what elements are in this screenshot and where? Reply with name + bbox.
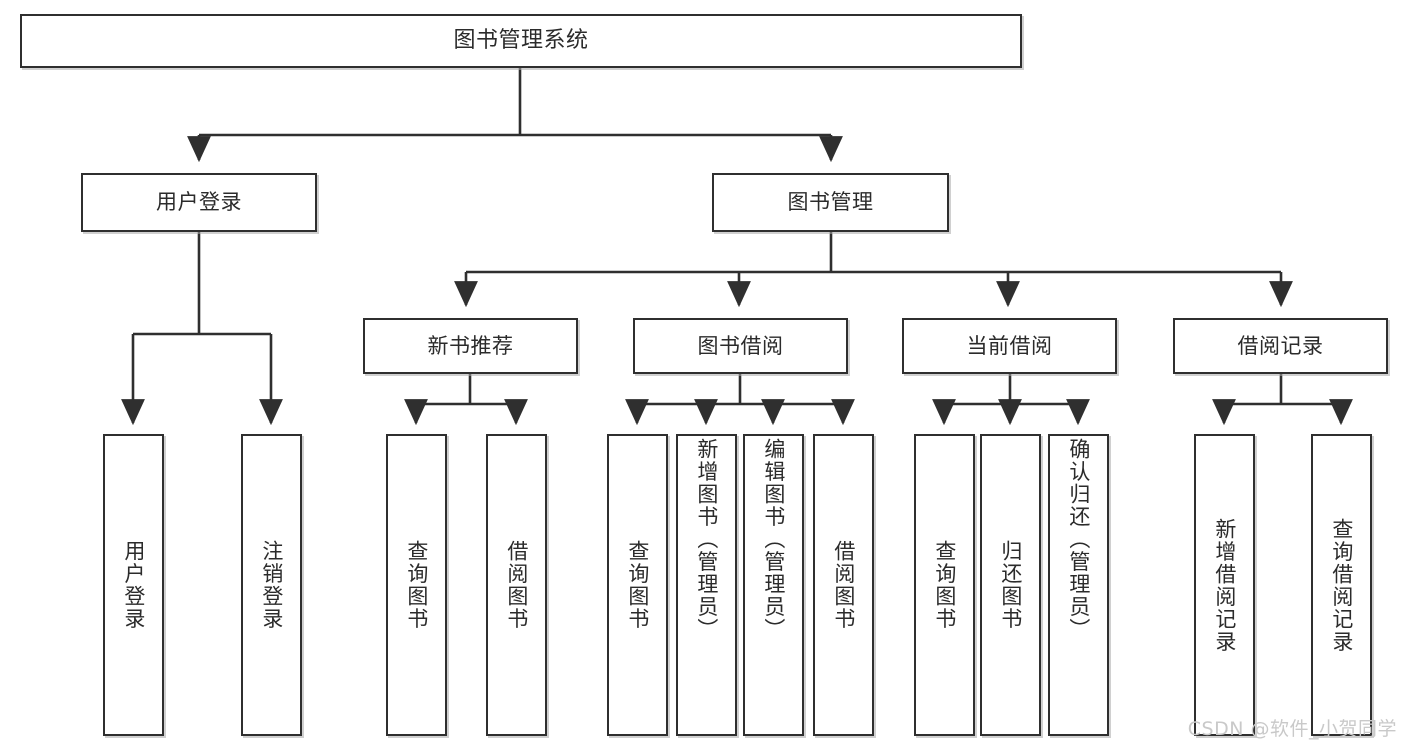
leaf-user-login[interactable]: 用户登录 <box>103 434 164 736</box>
node-user-login[interactable]: 用户登录 <box>81 173 317 232</box>
leaf-edit-book[interactable]: 编辑图书（管理员） <box>743 434 804 736</box>
leaf-confirm-return[interactable]: 确认归还（管理员） <box>1048 434 1109 736</box>
node-new-book-recommend[interactable]: 新书推荐 <box>363 318 578 374</box>
leaf-return-book[interactable]: 归还图书 <box>980 434 1041 736</box>
leaf-add-record-label: 新增借阅记录 <box>1212 517 1237 653</box>
node-book-borrow[interactable]: 图书借阅 <box>633 318 848 374</box>
leaf-query-book-2-label: 查询图书 <box>625 540 650 630</box>
leaf-add-book-label: 新增图书（管理员） <box>694 438 719 641</box>
node-current-borrow-label: 当前借阅 <box>966 333 1053 358</box>
leaf-query-book-1[interactable]: 查询图书 <box>386 434 447 736</box>
leaf-borrow-book-2[interactable]: 借阅图书 <box>813 434 874 736</box>
node-current-borrow[interactable]: 当前借阅 <box>902 318 1117 374</box>
leaf-query-book-2[interactable]: 查询图书 <box>607 434 668 736</box>
leaf-return-book-label: 归还图书 <box>998 540 1023 630</box>
node-borrow-record[interactable]: 借阅记录 <box>1173 318 1388 374</box>
node-root[interactable]: 图书管理系统 <box>20 14 1022 68</box>
leaf-logout[interactable]: 注销登录 <box>241 434 302 736</box>
leaf-user-login-label: 用户登录 <box>121 540 146 630</box>
leaf-query-book-3-label: 查询图书 <box>932 540 957 630</box>
node-book-borrow-label: 图书借阅 <box>697 333 784 358</box>
leaf-borrow-book-2-label: 借阅图书 <box>831 540 856 630</box>
node-root-label: 图书管理系统 <box>453 28 589 54</box>
leaf-edit-book-label: 编辑图书（管理员） <box>761 438 786 641</box>
node-new-book-recommend-label: 新书推荐 <box>427 333 514 358</box>
leaf-borrow-book-1-label: 借阅图书 <box>504 540 529 630</box>
leaf-confirm-return-label: 确认归还（管理员） <box>1066 438 1091 641</box>
leaf-query-record[interactable]: 查询借阅记录 <box>1311 434 1372 736</box>
leaf-query-book-1-label: 查询图书 <box>404 540 429 630</box>
leaf-logout-label: 注销登录 <box>259 540 284 630</box>
node-book-management-label: 图书管理 <box>787 190 874 215</box>
node-borrow-record-label: 借阅记录 <box>1237 333 1324 358</box>
leaf-add-record[interactable]: 新增借阅记录 <box>1194 434 1255 736</box>
node-book-management[interactable]: 图书管理 <box>712 173 949 232</box>
node-user-login-label: 用户登录 <box>156 190 242 215</box>
leaf-borrow-book-1[interactable]: 借阅图书 <box>486 434 547 736</box>
leaf-add-book[interactable]: 新增图书（管理员） <box>676 434 737 736</box>
leaf-query-record-label: 查询借阅记录 <box>1329 517 1354 653</box>
leaf-query-book-3[interactable]: 查询图书 <box>914 434 975 736</box>
